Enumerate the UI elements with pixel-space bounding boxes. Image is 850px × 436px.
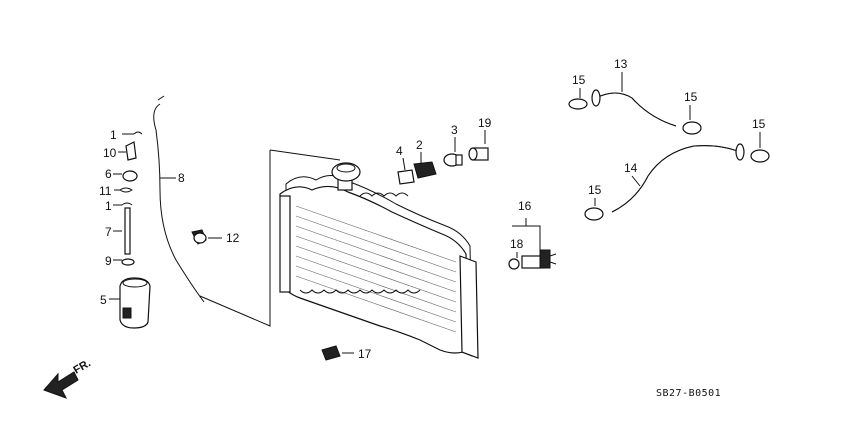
bracket-icon <box>397 169 415 185</box>
hose-clamp-icon <box>750 149 770 163</box>
radiator-icon <box>279 162 479 359</box>
callout-5: 5 <box>100 293 107 307</box>
callout-12: 12 <box>226 231 240 245</box>
washer-icon <box>121 258 135 266</box>
callout-8: 8 <box>178 171 185 185</box>
callout-15a: 15 <box>572 73 586 87</box>
callout-15b: 15 <box>684 90 698 104</box>
callout-2: 2 <box>416 138 423 152</box>
callout-9: 9 <box>105 254 112 268</box>
grommet-icon <box>122 170 138 182</box>
front-arrow-icon <box>43 371 79 399</box>
gasket-icon <box>508 258 520 270</box>
clip-icon <box>133 131 143 135</box>
callout-14: 14 <box>624 161 638 175</box>
hose-clamp-icon <box>584 207 604 221</box>
callout-10: 10 <box>103 146 117 160</box>
diagram-code: SB27-B0501 <box>656 388 721 399</box>
overflow-hose-icon <box>153 103 205 303</box>
suction-tube-icon <box>124 207 131 255</box>
callout-18: 18 <box>510 237 524 251</box>
upper-hose-icon <box>591 89 677 127</box>
temp-sensor-icon <box>521 249 557 269</box>
cap-tube-icon <box>125 141 137 161</box>
callout-1: 1 <box>110 128 117 142</box>
hose-clamp-icon <box>568 98 588 110</box>
callout-11: 11 <box>99 184 112 198</box>
bottom-clip-icon <box>321 345 341 361</box>
callout-19: 19 <box>478 116 492 130</box>
hose-clamp-icon <box>682 121 702 135</box>
callout-13: 13 <box>614 57 628 71</box>
callout-15d: 15 <box>752 117 766 131</box>
callout-16: 16 <box>518 199 532 213</box>
callout-17: 17 <box>358 347 372 361</box>
reserve-tank-icon <box>119 277 151 329</box>
callout-1b: 1 <box>105 199 112 213</box>
callout-6: 6 <box>105 167 112 181</box>
callout-4: 4 <box>396 144 403 158</box>
lower-hose-icon <box>611 143 745 213</box>
front-label: FR. <box>72 357 93 376</box>
callout-3: 3 <box>451 123 458 137</box>
callout-7: 7 <box>105 225 112 239</box>
callout-15c: 15 <box>588 183 602 197</box>
fan-switch-icon <box>413 161 437 179</box>
